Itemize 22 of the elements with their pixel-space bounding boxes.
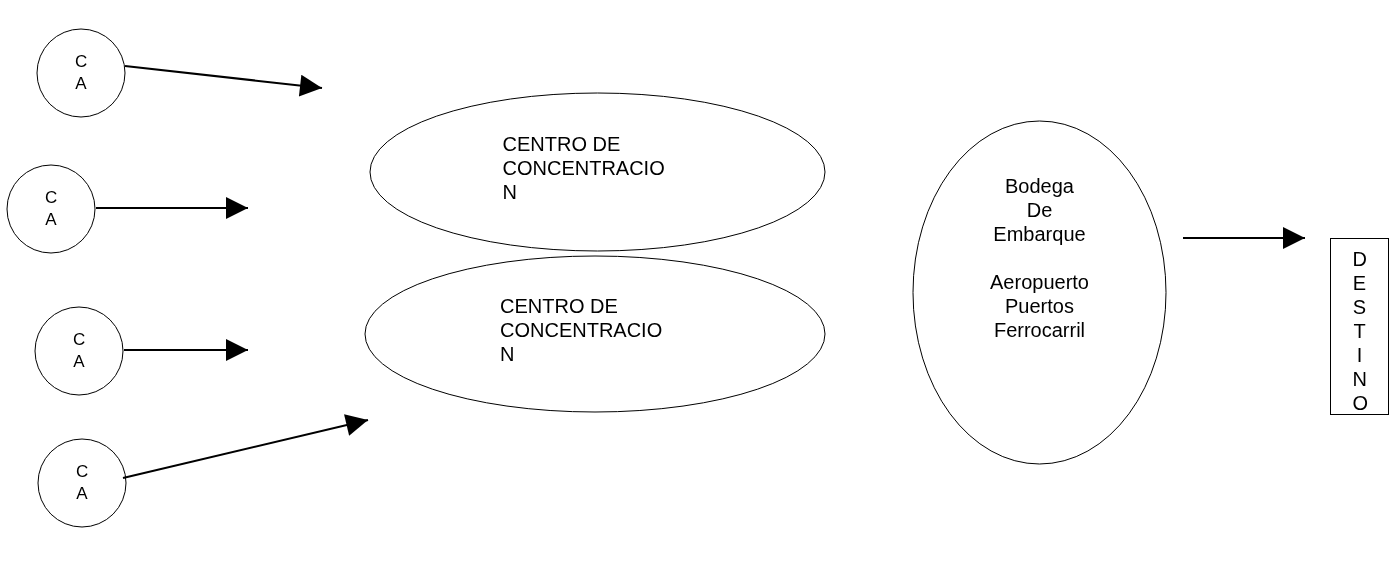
node-label: Aeropuerto Puertos Ferrocarril [990,269,1089,342]
circle-node [34,306,124,396]
arrow [122,414,369,479]
node-label: C A [45,187,57,231]
circle-node [6,164,96,254]
circle-node [36,28,126,118]
arrow [95,197,249,219]
node-label: Bodega De Embarque [993,173,1086,246]
node-label: C A [76,461,88,505]
ellipse-node [912,120,1167,465]
ellipse-node [364,255,826,413]
arrow [123,339,249,361]
arrow [1182,227,1306,249]
rectangle-node [1330,238,1389,415]
arrow [124,65,323,97]
circle-node [37,438,127,528]
node-label: DESTINO [1352,247,1367,415]
node-label: CENTRO DE CONCENTRACIO N [502,132,666,204]
node-label: C A [75,51,87,95]
node-label: C A [73,329,85,373]
node-label: CENTRO DE CONCENTRACIO N [500,294,664,366]
ellipse-node [369,92,826,252]
